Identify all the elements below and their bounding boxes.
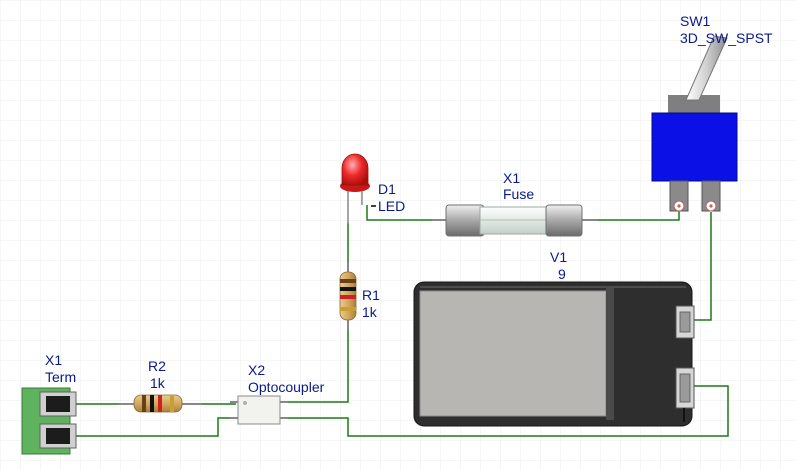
terminal-screw-bottom-hole bbox=[46, 428, 70, 444]
r2-band-4 bbox=[170, 395, 174, 412]
switch-lever[interactable] bbox=[685, 35, 728, 101]
r2-value-label: 1k bbox=[150, 375, 166, 391]
fuse-value-label: Fuse bbox=[503, 186, 534, 202]
optocoupler-value-label: Optocoupler bbox=[248, 379, 325, 395]
optocoupler-body bbox=[237, 395, 281, 425]
switch-collar bbox=[668, 95, 720, 113]
r1-band-3 bbox=[340, 295, 356, 299]
wire-switch-to-battery[interactable] bbox=[692, 212, 712, 321]
wire-opto-to-battery[interactable] bbox=[282, 385, 729, 437]
led-d1[interactable] bbox=[340, 153, 370, 224]
r1-band-4 bbox=[340, 307, 356, 311]
led-value-label: LED bbox=[378, 198, 405, 214]
fuse-cap-right bbox=[545, 204, 583, 237]
optocoupler-x2[interactable] bbox=[230, 395, 288, 425]
r2-ref-label: R2 bbox=[148, 358, 166, 374]
fuse-x1[interactable] bbox=[432, 204, 598, 237]
optocoupler-pin1-dot bbox=[243, 401, 247, 405]
led-dome bbox=[341, 153, 369, 186]
switch-sw1[interactable] bbox=[651, 35, 738, 212]
fuse-ref-label: X1 bbox=[503, 170, 520, 186]
switch-ref-label: SW1 bbox=[680, 13, 711, 29]
battery-divider bbox=[606, 288, 614, 420]
r1-ref-label: R1 bbox=[362, 287, 380, 303]
fuse-cap-left bbox=[445, 204, 485, 237]
led-ref-label: D1 bbox=[378, 181, 396, 197]
resistor-r1[interactable] bbox=[339, 262, 357, 330]
r2-band-2 bbox=[150, 395, 154, 412]
r1-band-1 bbox=[340, 279, 356, 283]
switch-value-label: 3D_SW_SPST bbox=[680, 30, 773, 46]
r1-band-2 bbox=[340, 287, 356, 291]
optocoupler-ref-label: X2 bbox=[248, 362, 265, 378]
battery-v1[interactable] bbox=[413, 281, 695, 427]
wire-r1-to-opto[interactable] bbox=[282, 320, 349, 403]
terminal-x1[interactable] bbox=[21, 387, 77, 455]
r2-band-3 bbox=[158, 395, 162, 412]
r1-value-label: 1k bbox=[362, 304, 378, 320]
battery-value-label: 9 bbox=[558, 266, 566, 282]
battery-label-area bbox=[419, 290, 607, 417]
terminal-ref-label: X1 bbox=[45, 352, 62, 368]
resistor-r2[interactable] bbox=[118, 394, 202, 413]
wire-led-to-fuse[interactable] bbox=[366, 205, 446, 221]
wires bbox=[75, 205, 729, 437]
terminal-value-label: Term bbox=[45, 369, 76, 385]
wire-term-to-opto[interactable] bbox=[75, 417, 236, 437]
r2-band-1 bbox=[142, 395, 146, 412]
wire-fuse-to-switch[interactable] bbox=[582, 208, 680, 221]
battery-ref-label: V1 bbox=[550, 249, 567, 265]
terminal-screw-top-hole bbox=[46, 396, 70, 412]
switch-body bbox=[651, 112, 738, 182]
